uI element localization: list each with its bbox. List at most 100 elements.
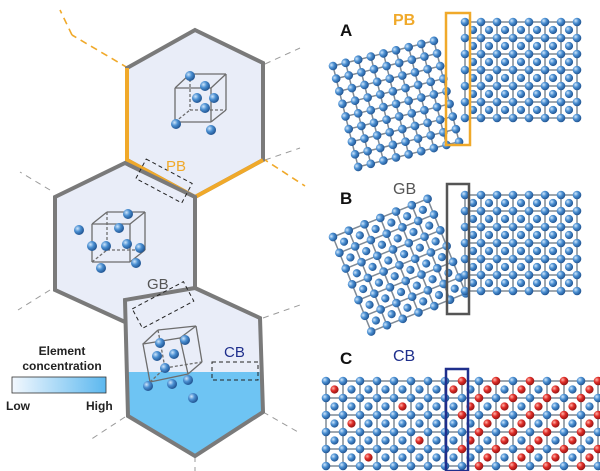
lattice-atom (363, 273, 373, 283)
lattice-atom (540, 222, 550, 232)
lattice-atom (372, 393, 382, 403)
lattice-atom-center (564, 57, 574, 67)
lattice-atom (432, 263, 442, 273)
lattice-atom-center (484, 198, 494, 208)
lattice-atom (357, 257, 366, 267)
lattice-atom (395, 260, 404, 270)
lattice-atom (540, 113, 550, 123)
lattice-atom (476, 222, 486, 232)
lattice-atom (389, 376, 399, 386)
lattice-atom (388, 140, 398, 150)
lattice-atom-solute (576, 461, 586, 471)
lattice-atom (508, 65, 518, 75)
lattice-atom-solute (525, 376, 535, 386)
lattice-atom (366, 105, 376, 115)
lattice-atom-center (548, 105, 558, 115)
lattice-atom-center (548, 230, 558, 240)
lattice-atom-center (500, 262, 510, 272)
lattice-atom (406, 444, 416, 454)
lattice-atom-center (516, 198, 526, 208)
lattice-atom (559, 461, 569, 471)
lattice-atom (556, 190, 566, 200)
lattice-atom-center (548, 214, 558, 224)
lattice-atom (508, 206, 518, 216)
lattice-atom-center (415, 243, 424, 252)
lattice-atom (508, 17, 518, 27)
lattice-atom (556, 17, 566, 27)
lattice-atom-center (516, 278, 526, 288)
lattice-atom-solute (551, 385, 560, 394)
lattice-atom-center (381, 294, 390, 303)
lattice-atom-center (362, 247, 371, 256)
lattice-atom (542, 376, 552, 386)
lattice-atom (353, 55, 363, 65)
lattice-atom-center (434, 290, 444, 300)
lattice-atom (492, 222, 502, 232)
panel-a-phase-boundary (328, 11, 582, 172)
lattice-atom (524, 222, 534, 232)
lattice-atom (492, 97, 502, 107)
lattice-atom (344, 71, 354, 80)
lattice-atom (572, 49, 582, 59)
lattice-atom (448, 112, 458, 121)
lattice-atom (476, 270, 486, 280)
lattice-atom (406, 376, 416, 386)
lattice-atom-center (500, 25, 510, 35)
lattice-atom (389, 444, 399, 454)
lattice-atom-center (516, 262, 526, 272)
lattice-atom (445, 99, 454, 109)
cb-label-left: CB (224, 344, 245, 361)
lattice-atom (460, 97, 470, 107)
lattice-atom (410, 254, 420, 264)
lattice-atom-solute (415, 436, 424, 445)
lattice-atom (540, 190, 550, 200)
lattice-atom-center (532, 230, 542, 240)
lattice-atom-center (484, 262, 494, 272)
lattice-atom-center (564, 25, 574, 35)
lattice-atom (407, 200, 417, 210)
lattice-atom (593, 427, 600, 437)
lattice-atom-center (534, 385, 543, 394)
lattice-atom-center (516, 57, 526, 67)
lattice-atom-center (548, 246, 558, 256)
lattice-atom (476, 254, 486, 264)
lattice-atom-center (484, 246, 494, 256)
lattice-atom (331, 74, 341, 83)
lattice-atom (394, 58, 404, 68)
lattice-atom-solute (457, 376, 467, 386)
lattice-atom-center (516, 89, 526, 99)
lattice-atom (429, 143, 439, 153)
lattice-atom-solute (542, 427, 552, 437)
lattice-atom (492, 17, 502, 27)
lattice-atom (556, 33, 566, 43)
lattice-atom-solute (398, 402, 407, 411)
legend-high-label: High (86, 399, 113, 413)
lattice-atom-solute (576, 427, 586, 437)
lattice-atom-solute (542, 393, 552, 403)
lattice-atom-center (432, 402, 441, 411)
lattice-atom (524, 33, 534, 43)
lattice-atom-solute (559, 376, 569, 386)
lattice-atom-center (364, 436, 373, 445)
lattice-atom-center (449, 453, 458, 462)
lattice-atom-center (500, 230, 510, 240)
lattice-atom (476, 17, 486, 27)
lattice-atom (572, 17, 582, 27)
lattice-atom (476, 238, 486, 248)
gb-label-right: GB (393, 181, 416, 198)
lattice-atom-center (564, 73, 574, 83)
lattice-atom (556, 97, 566, 107)
lattice-atom-center (484, 105, 494, 115)
panel-c-compositional-boundary (321, 367, 600, 471)
lattice-atom (404, 150, 413, 159)
lattice-atom-center (548, 41, 558, 51)
lattice-atom-center (568, 453, 577, 462)
lattice-atom (492, 254, 502, 264)
bcc-unit-cell-icon (171, 71, 227, 135)
lattice-atom-center (483, 402, 492, 411)
lattice-atom (357, 121, 366, 131)
lattice-atom-center (516, 230, 526, 240)
lattice-atom (559, 393, 569, 403)
lattice-atom-center (484, 41, 494, 51)
lattice-atom (334, 86, 344, 96)
